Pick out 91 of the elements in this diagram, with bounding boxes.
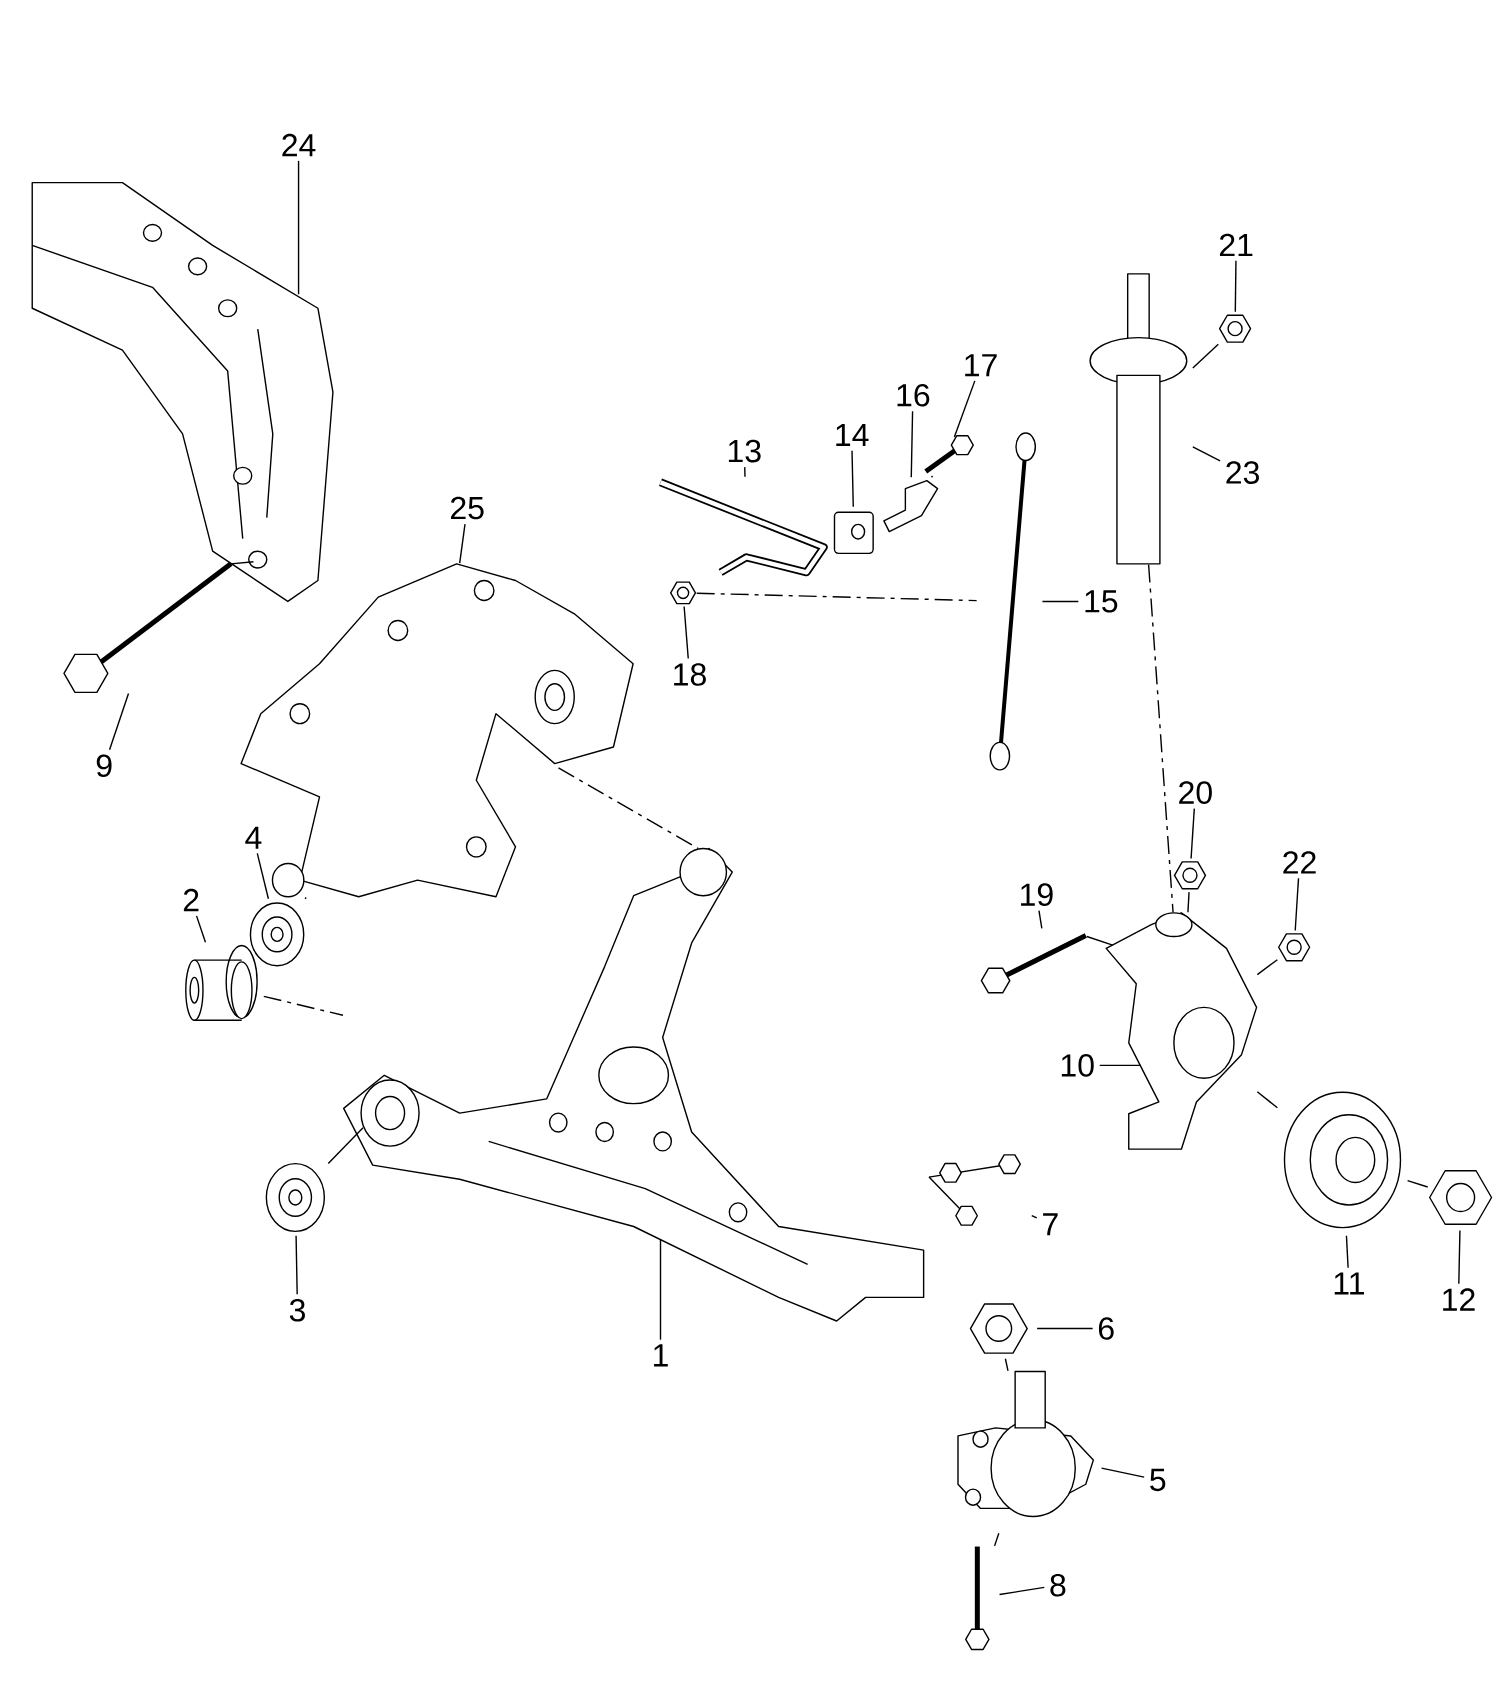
callout-number: 1 — [653, 1344, 668, 1367]
leader-line — [1190, 807, 1195, 860]
leader-line — [108, 692, 129, 751]
nut-drawing — [1277, 933, 1311, 962]
leader-line — [1345, 1235, 1349, 1269]
assembly-line — [695, 592, 978, 602]
leader-line — [1036, 1327, 1094, 1330]
leader-line — [910, 410, 914, 478]
nut-drawing — [1218, 314, 1252, 343]
leader-line — [1234, 260, 1237, 313]
block-drawing — [833, 511, 874, 555]
callout-number: 5 — [1149, 1468, 1166, 1492]
callout-number: 21 — [1219, 233, 1253, 257]
callout-number: 13 — [728, 439, 761, 463]
nut-drawing — [1428, 1170, 1493, 1225]
callout-number: 6 — [1098, 1317, 1114, 1340]
leader-line — [295, 1235, 298, 1295]
callout-number: 10 — [1061, 1054, 1094, 1077]
hub-drawing — [1283, 1091, 1401, 1229]
assembly-line — [1191, 343, 1219, 369]
callout-number: 9 — [96, 754, 112, 778]
callout-number: 23 — [1226, 461, 1259, 484]
bolt-drawing — [980, 933, 1087, 994]
washer-drawing — [265, 1162, 325, 1233]
leader-line — [851, 450, 854, 508]
leader-line — [1038, 909, 1043, 930]
callout-number: 25 — [450, 496, 484, 520]
leader-line — [297, 160, 300, 295]
callout-number: 17 — [965, 354, 997, 377]
nut-drawing — [1173, 861, 1206, 890]
callout-number: 8 — [1050, 1573, 1066, 1597]
callout-number: 3 — [289, 1298, 305, 1322]
clip-drawing — [883, 479, 939, 533]
assembly-line — [1256, 959, 1278, 976]
leader-line — [458, 523, 466, 564]
bracket-drawing — [240, 563, 634, 898]
callout-number: 22 — [1283, 851, 1316, 874]
assembly-line — [230, 561, 254, 565]
assembly-line — [1147, 563, 1174, 913]
leader-line — [953, 380, 976, 438]
callout-number: 20 — [1178, 781, 1212, 804]
callout-number: 4 — [245, 826, 262, 849]
callout-number: 7 — [1042, 1213, 1058, 1236]
leader-line — [256, 852, 269, 900]
plate-drawing — [928, 1154, 1021, 1226]
assembly-line — [327, 1127, 364, 1165]
callout-number: 14 — [836, 423, 869, 446]
leader-line — [1098, 1064, 1142, 1067]
assembly-line — [1256, 1091, 1278, 1109]
arm-drawing — [342, 847, 925, 1322]
leader-line — [998, 1586, 1045, 1596]
leader-line — [659, 1238, 662, 1341]
leader-line — [683, 605, 689, 660]
callout-number: 16 — [897, 383, 930, 407]
leader-line — [195, 915, 206, 943]
bolt-drawing — [63, 561, 233, 694]
bar-drawing — [658, 478, 828, 577]
assembly-line — [304, 896, 307, 900]
callout-number: 24 — [282, 133, 316, 157]
frame-drawing — [31, 181, 334, 603]
leader-line — [1457, 1229, 1461, 1285]
assembly-line — [1406, 1179, 1429, 1188]
assembly-line — [557, 767, 699, 850]
nut-drawing — [969, 1303, 1028, 1354]
leader-line — [1294, 877, 1300, 932]
callout-number: 2 — [183, 888, 199, 912]
bolt-drawing — [924, 435, 974, 474]
assembly-line — [1004, 1358, 1009, 1372]
leader-line — [1030, 1214, 1038, 1219]
strut-drawing — [1089, 273, 1188, 565]
callout-number: 18 — [673, 663, 706, 686]
callout-number: 15 — [1085, 590, 1118, 613]
leader-line — [1191, 446, 1221, 462]
nut-drawing — [669, 581, 696, 605]
link-drawing — [989, 432, 1036, 771]
leader-line — [1100, 1467, 1145, 1478]
callout-number: 12 — [1442, 1288, 1475, 1311]
leader-line — [1041, 600, 1079, 603]
callout-number: 11 — [1334, 1272, 1364, 1295]
assembly-line — [930, 475, 934, 478]
leader-line — [743, 466, 746, 478]
washer-drawing — [249, 902, 305, 967]
assembly-line — [1086, 935, 1114, 946]
assembly-line — [1187, 891, 1190, 913]
assembly-line — [993, 1532, 1000, 1547]
bushing-drawing — [184, 944, 258, 1021]
assembly-line — [262, 995, 344, 1016]
balljoint-drawing — [957, 1370, 1094, 1518]
knuckle-drawing — [1105, 912, 1258, 1150]
callout-number: 19 — [1020, 883, 1053, 906]
bolt-drawing — [964, 1546, 990, 1651]
